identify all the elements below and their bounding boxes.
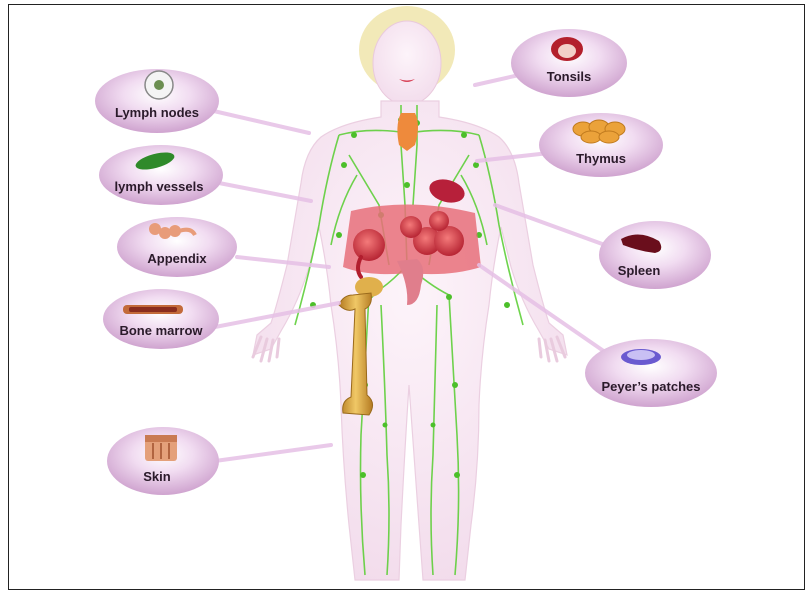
bubble-peyers-patches: Peyer’s patches: [585, 339, 717, 407]
bubble-skin: Skin: [107, 427, 219, 495]
label-skin: Skin: [143, 469, 171, 484]
label-bone-marrow: Bone marrow: [119, 323, 203, 338]
head: [373, 21, 441, 105]
label-lymph-nodes: Lymph nodes: [115, 105, 199, 120]
label-spleen: Spleen: [618, 263, 661, 278]
label-peyers-patches: Peyer’s patches: [601, 379, 700, 394]
bubble-appendix: Appendix: [117, 217, 237, 277]
bubble-tonsils: Tonsils: [511, 29, 627, 97]
torso: [253, 101, 567, 580]
bubble-lymph-vessels: lymph vessels: [99, 145, 223, 205]
bubble-thymus: Thymus: [539, 113, 663, 177]
skin-icon: [145, 435, 177, 461]
bubble-spleen: Spleen: [599, 221, 711, 289]
label-appendix: Appendix: [147, 251, 207, 266]
peyers-patches-icon: [621, 349, 661, 365]
lymphatic-system-diagram: Lymph nodes lymph vessels Appendix Bone …: [9, 5, 805, 590]
tonsils-icon: [551, 37, 583, 61]
bone-marrow-icon: [123, 305, 183, 314]
diagram-frame: Lymph nodes lymph vessels Appendix Bone …: [8, 4, 805, 590]
label-lymph-vessels: lymph vessels: [115, 179, 204, 194]
bubble-bone-marrow: Bone marrow: [103, 289, 219, 349]
label-thymus: Thymus: [576, 151, 626, 166]
label-tonsils: Tonsils: [547, 69, 592, 84]
bubble-lymph-nodes: Lymph nodes: [95, 69, 219, 133]
